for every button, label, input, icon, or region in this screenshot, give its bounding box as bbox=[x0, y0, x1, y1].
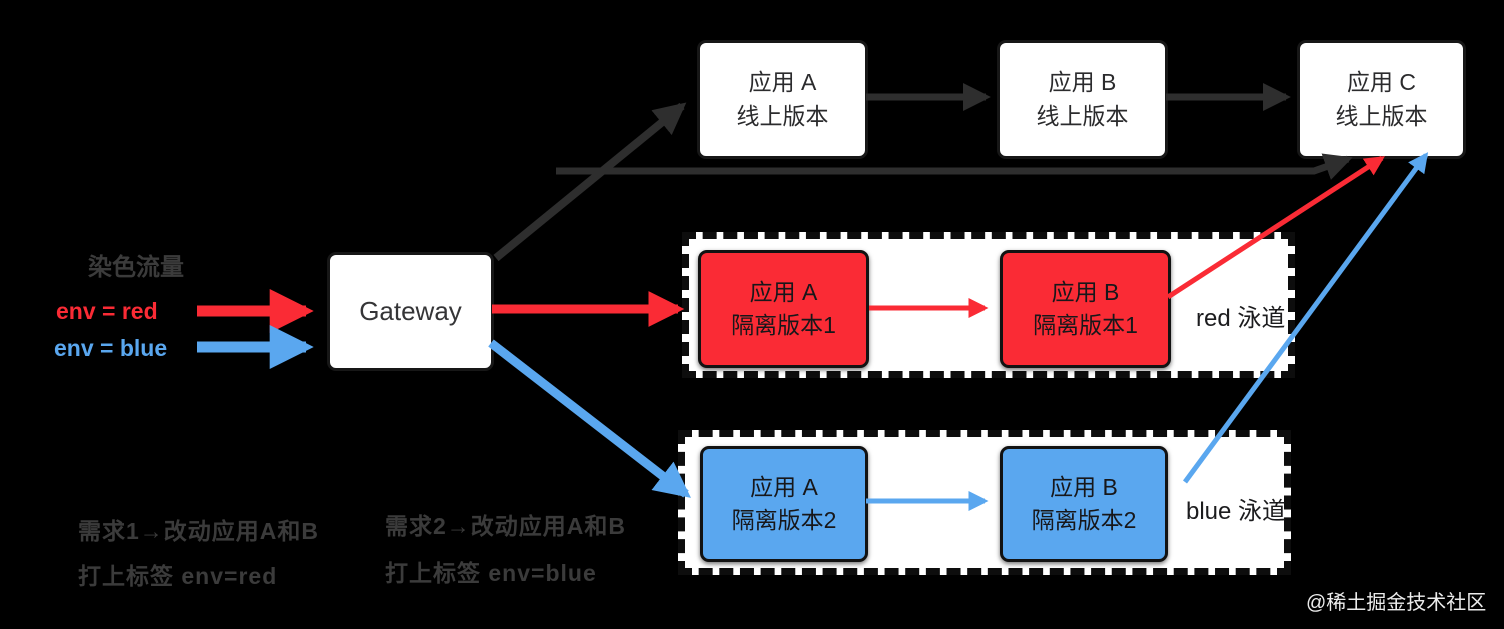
node-label-line1: 应用 B bbox=[1051, 278, 1120, 305]
note-requirement1-line1: 需求1→改动应用A和B bbox=[78, 518, 320, 544]
arrow-online-return-to-c bbox=[556, 153, 1353, 180]
juejin-watermark: @稀土掘金技术社区 bbox=[1306, 592, 1487, 614]
node-app-a-online: 应用 A 线上版本 bbox=[697, 40, 868, 159]
node-app-b-red: 应用 B 隔离版本1 bbox=[1000, 250, 1171, 368]
node-label-line1: 应用 B bbox=[1050, 473, 1118, 500]
node-label-line1: 应用 B bbox=[1048, 69, 1117, 96]
env-blue-tag-label: env = blue bbox=[54, 335, 168, 361]
node-label-line2: 隔离版本2 bbox=[731, 507, 837, 533]
blue-lane-label: blue 泳道 bbox=[1186, 498, 1287, 525]
node-app-b-online: 应用 B 线上版本 bbox=[997, 40, 1168, 159]
node-label-line2: 线上版本 bbox=[1036, 102, 1129, 129]
red-lane-label: red 泳道 bbox=[1196, 305, 1286, 332]
arrow-gateway-to-blue-a bbox=[488, 339, 691, 498]
node-app-a-blue: 应用 A 隔离版本2 bbox=[700, 446, 868, 562]
traffic-tag-heading: 染色流量 bbox=[88, 254, 184, 281]
note-requirement2-line2: 打上标签 env=blue bbox=[385, 560, 597, 586]
node-label-line2: 线上版本 bbox=[736, 102, 829, 129]
node-label-line1: 应用 C bbox=[1347, 69, 1416, 96]
node-label-line2: 隔离版本2 bbox=[1031, 507, 1137, 533]
note-requirement2-line1: 需求2→改动应用A和B bbox=[385, 513, 627, 539]
node-app-b-blue: 应用 B 隔离版本2 bbox=[1000, 446, 1168, 562]
gateway-label: Gateway bbox=[359, 295, 462, 326]
env-red-tag-label: env = red bbox=[56, 298, 158, 324]
node-app-c-online: 应用 C 线上版本 bbox=[1297, 40, 1466, 159]
note-requirement1-line2: 打上标签 env=red bbox=[78, 563, 278, 589]
arrow-gateway-to-online-a bbox=[493, 102, 687, 262]
node-app-a-red: 应用 A 隔离版本1 bbox=[698, 250, 869, 368]
node-gateway: Gateway bbox=[327, 252, 494, 371]
node-label-line2: 线上版本 bbox=[1335, 102, 1428, 129]
node-label-line1: 应用 A bbox=[748, 69, 817, 96]
node-label-line1: 应用 A bbox=[750, 473, 818, 500]
node-label-line1: 应用 A bbox=[749, 278, 818, 305]
node-label-line2: 隔离版本1 bbox=[1033, 312, 1138, 338]
node-label-line2: 隔离版本1 bbox=[731, 312, 836, 338]
